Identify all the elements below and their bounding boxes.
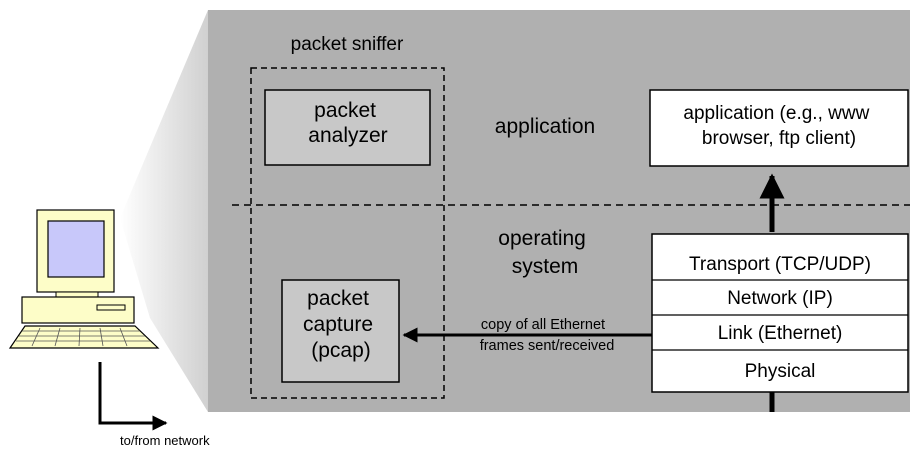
to-from-network-label: to/from network [120,433,210,448]
packet-analyzer-label: packet analyzer [308,99,387,147]
network-cable-arrow [98,362,168,431]
copy-frames-label: copy of all Ethernet frames sent/receive… [480,317,615,354]
packet-analyzer-box [264,89,431,166]
copy-frames-line-2: frames sent/received [480,338,615,354]
disk-drive-slot [96,304,126,311]
application-box-label: application (e.g., www browser, ftp clie… [683,103,874,149]
zoom-beam [120,10,208,412]
protocol-stack-frame [651,233,909,393]
packet-capture-label: packet capture (pcap) [303,287,379,362]
protocol-stack: Transport (TCP/UDP) Network (IP) Link (E… [651,233,909,393]
monitor-screen [47,220,105,278]
packet-sniffer-region [250,67,445,399]
packet-analyzer-line-1: packet [314,99,376,122]
stack-layer-network: Network (IP) [727,288,833,309]
packet-capture-line-3: (pcap) [311,339,371,362]
packet-capture-line-2: capture [303,313,373,336]
application-box-line-2: browser, ftp client) [702,128,856,149]
packet-capture-box [281,279,400,383]
application-box-line-1: application (e.g., www [683,103,869,124]
copy-frames-line-1: copy of all Ethernet [481,317,605,333]
stack-layer-link: Link (Ethernet) [718,323,843,344]
stack-layer-transport: Transport (TCP/UDP) [689,254,871,275]
operating-system-label: operating system [498,227,591,278]
packet-capture-line-1: packet [307,287,369,310]
application-box [649,89,909,167]
stack-layer-physical: Physical [745,361,816,382]
operating-system-line-1: operating [498,227,586,250]
application-layer-label: application [495,115,595,138]
keyboard-keys [16,327,150,347]
operating-system-line-2: system [512,255,579,278]
desktop-computer-icon [8,209,160,349]
packet-analyzer-line-2: analyzer [308,124,387,147]
packet-sniffer-label: packet sniffer [291,34,404,55]
